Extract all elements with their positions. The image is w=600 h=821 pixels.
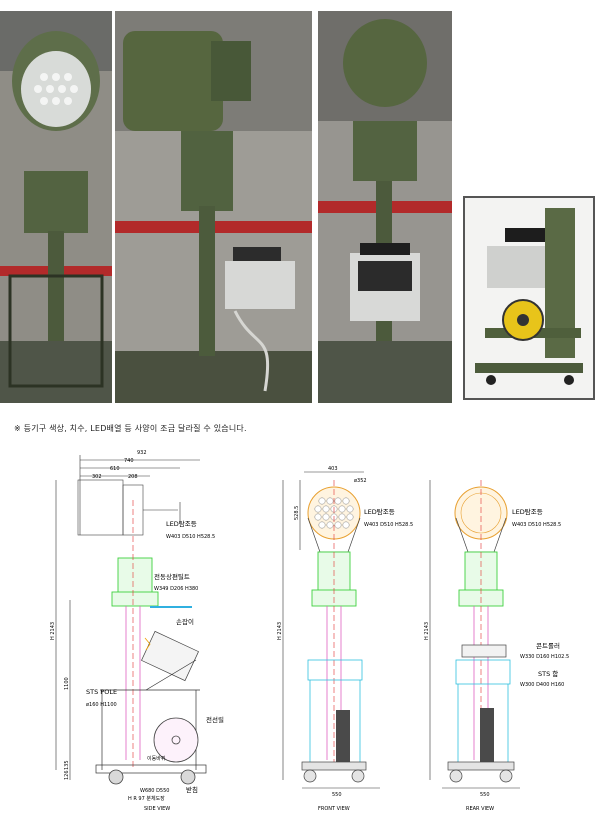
rear-box-spec: W300 D400 H160	[520, 682, 564, 688]
spec-notice: ※ 등기구 색상, 치수, LED배열 등 사양이 조금 달라질 수 있습니다.	[14, 424, 247, 433]
rear-controller-spec: W330 D160 H102.5	[520, 654, 569, 660]
front-base-width: 550	[332, 792, 342, 798]
front-dim-small: ø352	[354, 478, 367, 484]
side-dim-932: 932	[137, 450, 147, 456]
side-height-base-1: 135	[64, 760, 70, 770]
photo-side-searchlight	[115, 11, 312, 403]
photo-controller-reel-inset	[463, 196, 595, 400]
rear-led-label: LED탐조등	[512, 508, 543, 516]
rear-base-width: 550	[480, 792, 490, 798]
front-view-caption: FRONT VIEW	[318, 806, 350, 812]
rear-view-caption: REAR VIEW	[466, 806, 494, 812]
side-height-base-2: 126	[64, 770, 70, 780]
rear-height-total: H 2143	[424, 622, 430, 640]
rear-controller-label: 콘트롤러	[536, 641, 560, 650]
side-base-label: 받침	[186, 785, 198, 794]
side-wheel-label: 이동바퀴	[147, 755, 165, 762]
side-tilt-label: 전동상편틸트	[154, 572, 190, 581]
photo-rear-searchlight	[318, 11, 452, 403]
side-dim-740: 740	[124, 458, 134, 464]
side-dim-208: 208	[128, 474, 138, 480]
side-base-spec: W680 D550	[140, 788, 169, 794]
side-reel-label: 전선릴	[206, 715, 224, 724]
rear-led-spec: W403 D510 H528.5	[512, 522, 561, 528]
side-dim-610: 610	[110, 466, 120, 472]
photo-front-led-searchlight	[0, 11, 112, 403]
front-height-total: H 2143	[277, 622, 283, 640]
side-led-label: LED탐조등	[166, 520, 197, 528]
side-pole-label: STS POLE	[86, 688, 117, 696]
side-tilt-spec: W349 D206 H380	[154, 586, 198, 592]
front-led-label: LED탐조등	[364, 508, 395, 516]
side-pole-spec: ø160 H1100	[86, 702, 117, 708]
front-dim-head-height: 528.5	[294, 506, 300, 520]
side-dim-302: 302	[92, 474, 102, 480]
front-led-spec: W403 D510 H528.5	[364, 522, 413, 528]
technical-drawings: 932 740 610 302 208 H 2143 1100 135 126 …	[50, 450, 569, 812]
side-led-spec: W403 D510 H528.5	[166, 534, 215, 540]
front-dim-width-top: 403	[328, 466, 338, 472]
side-height-pole: 1100	[64, 677, 70, 690]
side-view-caption: SIDE VIEW	[144, 806, 170, 812]
side-base-spec2: H R 97 분체도장	[128, 795, 165, 802]
side-height-total: H 2143	[50, 622, 56, 640]
rear-box-label: STS 함	[538, 669, 558, 678]
side-handle-label: 손잡이	[176, 617, 194, 626]
